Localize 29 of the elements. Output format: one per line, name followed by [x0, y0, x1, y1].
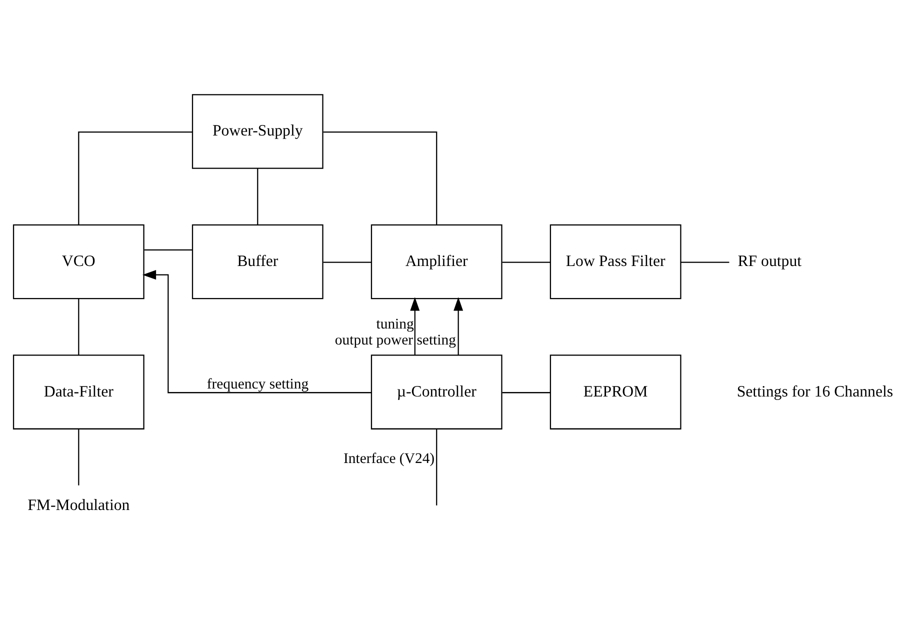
- connector: [256, 168, 258, 224]
- connector: [78, 428, 79, 485]
- edge-label: Interface (V24): [342, 450, 434, 467]
- node-box: Data-Filter: [12, 354, 144, 429]
- arrow: [142, 270, 371, 393]
- edge-label: frequency setting: [206, 376, 308, 392]
- connector: [322, 261, 371, 262]
- connector: [78, 131, 192, 224]
- node-text: FM-Modulation: [27, 496, 130, 514]
- connector: [144, 248, 192, 250]
- edge-label: tuning: [376, 316, 414, 332]
- node-box: VCO: [12, 224, 144, 299]
- connector: [502, 392, 550, 393]
- node-box: Buffer: [191, 224, 323, 299]
- connector: [502, 261, 550, 262]
- edge-label: output power setting: [334, 332, 456, 348]
- node-text: RF output: [737, 252, 802, 270]
- node-box: Amplifier: [370, 224, 502, 299]
- arrow: [453, 296, 463, 355]
- node-box: Low Pass Filter: [549, 224, 681, 299]
- node-box: EEPROM: [549, 354, 681, 429]
- connector: [436, 428, 437, 505]
- node-label: Settings for 16 Channels: [736, 382, 893, 400]
- connector: [680, 261, 729, 262]
- node-box: Power-Supply: [191, 94, 323, 168]
- connector: [78, 298, 79, 354]
- node-box: µ-Controller: [370, 354, 502, 429]
- connector: [322, 131, 437, 224]
- arrow: [410, 296, 420, 355]
